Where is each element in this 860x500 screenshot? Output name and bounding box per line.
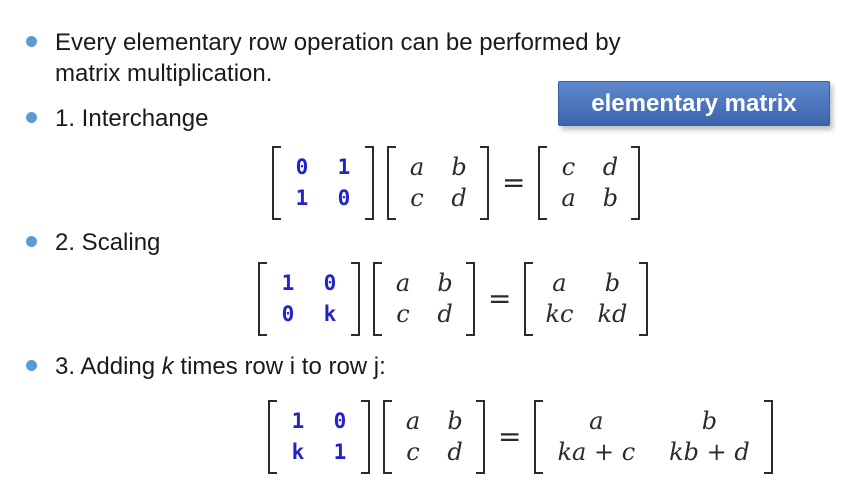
- right-bracket: [361, 400, 370, 474]
- matrix-cell: a: [589, 407, 604, 435]
- left-bracket: [524, 262, 534, 336]
- result-matrix: c d a b: [538, 146, 641, 220]
- operand-matrix: a b c d: [387, 146, 489, 220]
- matrix-cell: d: [447, 438, 463, 466]
- left-bracket: [272, 146, 281, 220]
- matrix-cell: 0: [281, 302, 295, 326]
- left-bracket: [387, 146, 396, 220]
- matrix-cell: k: [291, 440, 305, 464]
- interchange-label: 1. Interchange: [55, 105, 209, 132]
- bullet-item-row-addition: 3. Adding k times row i to row j:: [26, 351, 386, 382]
- row-addition-post: times row i to row j:: [173, 353, 386, 380]
- row-addition-label: 3. Adding k times row i to row j:: [55, 351, 386, 382]
- matrix-cell: a: [409, 153, 425, 181]
- matrix-cell: c: [561, 153, 576, 181]
- bullet-dot-icon: [26, 360, 37, 371]
- bullet-dot-icon: [26, 112, 37, 123]
- equals-sign: =: [498, 419, 522, 453]
- intro-line-1: Every elementary row operation can be pe…: [55, 29, 621, 56]
- matrix-cell: 0: [295, 155, 309, 179]
- matrix-cell: a: [405, 407, 421, 435]
- right-bracket: [351, 262, 360, 336]
- matrix-cell: c: [396, 300, 410, 328]
- elementary-matrix: 0 1 1 0: [272, 146, 374, 220]
- bullet-dot-icon: [26, 36, 37, 47]
- left-bracket: [373, 262, 382, 336]
- bullet-item-interchange: 1. Interchange: [26, 103, 208, 134]
- matrix-cell: d: [437, 300, 453, 328]
- operand-matrix: a b c d: [373, 262, 475, 336]
- matrix-cell: 0: [323, 271, 337, 295]
- matrix-cell: b: [437, 269, 453, 297]
- right-bracket: [631, 146, 641, 220]
- matrix-cell: 1: [291, 409, 305, 433]
- intro-line-2: matrix multiplication.: [55, 60, 273, 87]
- matrix-cell: kb + d: [669, 438, 750, 466]
- matrix-cell: 0: [337, 186, 351, 210]
- right-bracket: [466, 262, 475, 336]
- elementary-matrix: 1 0 k 1: [268, 400, 370, 474]
- matrix-cell: b: [701, 407, 718, 435]
- matrix-cell: b: [604, 269, 621, 297]
- left-bracket: [534, 400, 544, 474]
- bullet-item-scaling: 2. Scaling: [26, 227, 160, 258]
- result-matrix: a b kc kd: [524, 262, 649, 336]
- elementary-matrix-callout: elementary matrix: [558, 81, 830, 126]
- right-bracket: [639, 262, 649, 336]
- matrix-cell: 0: [333, 409, 347, 433]
- row-addition-k: k: [161, 353, 174, 380]
- matrix-cell: a: [552, 269, 567, 297]
- right-bracket: [763, 400, 773, 474]
- bullet-dot-icon: [26, 236, 37, 247]
- elementary-matrix: 1 0 0 k: [258, 262, 360, 336]
- operand-matrix: a b c d: [383, 400, 485, 474]
- matrix-cell: a: [561, 184, 576, 212]
- matrix-cell: k: [323, 302, 337, 326]
- row-addition-pre: 3. Adding: [55, 353, 162, 380]
- matrix-cell: ka + c: [557, 438, 636, 466]
- matrix-cell: d: [451, 184, 467, 212]
- matrix-cell: 1: [333, 440, 347, 464]
- matrix-cell: b: [447, 407, 463, 435]
- left-bracket: [383, 400, 392, 474]
- matrix-cell: a: [395, 269, 411, 297]
- left-bracket: [258, 262, 267, 336]
- interchange-equation: 0 1 1 0 a b c d = c d a b: [272, 146, 641, 220]
- right-bracket: [480, 146, 489, 220]
- equals-sign: =: [488, 281, 512, 315]
- matrix-cell: kc: [545, 300, 574, 328]
- matrix-cell: 1: [281, 271, 295, 295]
- left-bracket: [538, 146, 548, 220]
- matrix-cell: b: [451, 153, 467, 181]
- left-bracket: [268, 400, 277, 474]
- matrix-cell: 1: [295, 186, 309, 210]
- matrix-cell: b: [602, 184, 619, 212]
- matrix-cell: kd: [597, 300, 628, 328]
- row-addition-equation: 1 0 k 1 a b c d = a b ka + c k b: [268, 400, 773, 474]
- matrix-cell: c: [406, 438, 420, 466]
- callout-label: elementary matrix: [591, 89, 797, 117]
- intro-text: Every elementary row operation can be pe…: [55, 27, 621, 89]
- scaling-label: 2. Scaling: [55, 229, 161, 256]
- right-bracket: [365, 146, 374, 220]
- matrix-cell: c: [410, 184, 424, 212]
- matrix-cell: d: [602, 153, 619, 181]
- bullet-item-intro: Every elementary row operation can be pe…: [26, 27, 726, 89]
- scaling-equation: 1 0 0 k a b c d = a b kc kd: [258, 262, 649, 336]
- result-matrix: a b ka + c kb + d: [534, 400, 773, 474]
- matrix-cell: 1: [337, 155, 351, 179]
- equals-sign: =: [502, 165, 526, 199]
- right-bracket: [476, 400, 485, 474]
